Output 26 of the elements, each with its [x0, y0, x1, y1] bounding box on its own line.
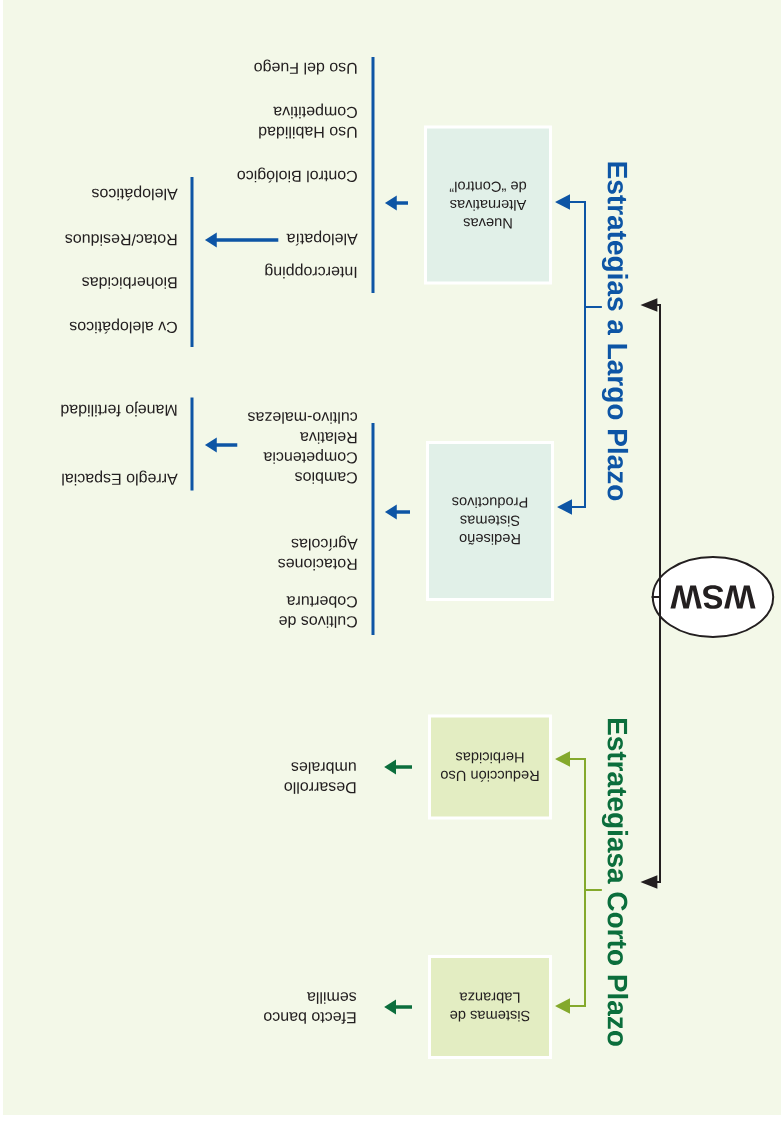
list-text: Bioherbicidas — [82, 277, 177, 289]
list-text: Control Biológico — [237, 167, 357, 183]
list-text: Uso del Fuego — [254, 59, 357, 75]
process-box: Reducción Uso Herbicidas — [428, 714, 552, 820]
list-text: Cultivos de Cobertura — [279, 596, 357, 628]
list-text: Efecto banco semilla — [264, 992, 357, 1024]
process-box: Nuevas Alternativas de “Control” — [424, 125, 552, 285]
branch-title: Estrategiasa Corto Plazo — [601, 718, 629, 1046]
vertical-bar — [371, 423, 375, 635]
list-text: Alelopáticos — [92, 185, 178, 201]
list-text: Rotaciones Agrícolas — [278, 535, 358, 571]
vertical-bar — [371, 57, 375, 293]
list-text: Uso Habilidad Competitiva — [259, 103, 357, 139]
list-text: Manejo fertilidad — [61, 401, 177, 417]
list-text: Arreglo Espacial — [62, 470, 178, 486]
vertical-bar — [190, 397, 194, 491]
list-text: Intercropping — [265, 263, 357, 279]
branch-title: Estrategias a Largo Plazo — [601, 162, 629, 501]
list-text: Alelopatía — [286, 230, 358, 246]
list-text: Cv alelopáticos — [69, 318, 177, 334]
list-text: Desarrollo umbrales — [284, 762, 356, 794]
list-text: Cambios Competencia Relativa cultivo-malezas — [248, 412, 358, 484]
list-text: Rotac/Residuos — [65, 234, 177, 246]
process-box: Sistemas de Labranza — [428, 955, 552, 1059]
vertical-bar — [190, 177, 194, 347]
process-box: Rediseño Sistemas Productivos — [426, 441, 554, 601]
